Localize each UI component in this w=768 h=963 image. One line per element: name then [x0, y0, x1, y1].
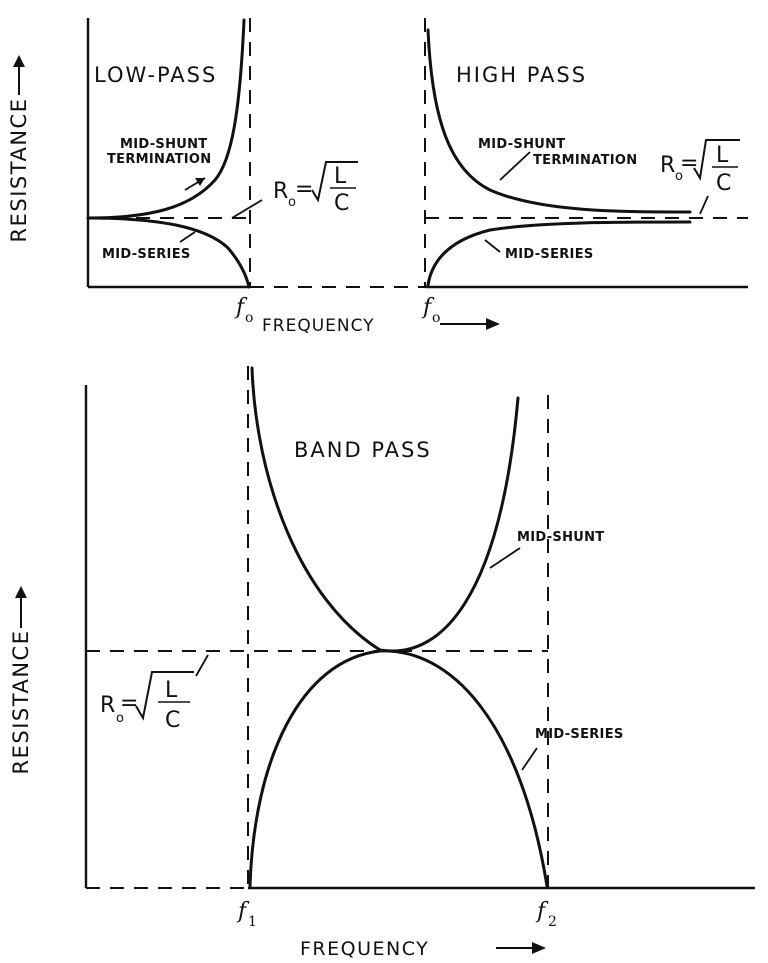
high-pass-formula-den: C: [716, 171, 731, 196]
low-pass-mid-series-curve: [86, 216, 251, 289]
band-pass-cutoff-2-label: f: [535, 899, 549, 924]
square-root-icon: [693, 139, 740, 181]
high-pass-panel: HIGH PASS MID-SHUNT TERMINATION MID-SERI…: [421, 18, 748, 326]
band-pass-formula-den: C: [165, 708, 180, 733]
high-pass-cutoff-sub: o: [432, 310, 440, 326]
band-pass-mid-shunt-label: MID-SHUNT: [517, 530, 604, 545]
band-pass-y-axis-label-group: RESISTANCE: [9, 586, 33, 774]
low-pass-formula-r-sub: o: [288, 195, 296, 210]
high-pass-mid-shunt-curve: [426, 28, 692, 214]
square-root-icon: [311, 161, 358, 203]
band-pass-mid-series-label: MID-SERIES: [535, 727, 624, 742]
low-pass-formula-pointer: [231, 199, 263, 219]
band-pass-formula-r-sub: o: [116, 711, 124, 726]
high-pass-formula-r: R: [660, 153, 675, 178]
high-pass-mid-shunt-label: MID-SHUNT: [478, 137, 565, 152]
high-pass-mid-series-label: MID-SERIES: [505, 247, 594, 262]
low-pass-termination-label: TERMINATION: [107, 152, 211, 167]
low-pass-title: LOW-PASS: [94, 63, 217, 87]
band-pass-formula-r: R: [100, 693, 115, 718]
top-x-axis-label: FREQUENCY: [262, 316, 375, 336]
low-pass-mid-series-label: MID-SERIES: [102, 247, 191, 262]
band-pass-x-axis-label: FREQUENCY: [300, 938, 429, 960]
band-pass-r0-formula: R o = L C: [100, 654, 209, 733]
high-pass-termination-label: TERMINATION: [533, 153, 637, 168]
low-pass-cutoff-sub: o: [245, 310, 253, 326]
high-pass-r0-formula: R o = L C: [660, 139, 740, 215]
band-pass-cutoff-2-sub: 2: [548, 914, 557, 930]
low-pass-y-axis-label: RESISTANCE: [7, 98, 31, 243]
arrow-right-icon: [13, 55, 25, 67]
low-pass-formula-num: L: [334, 164, 347, 189]
low-pass-mid-series-pointer: [179, 231, 196, 243]
low-pass-mid-shunt-curve: [86, 18, 246, 220]
pointer-arrow-icon: [195, 178, 205, 186]
high-pass-mid-series-pointer: [484, 239, 501, 253]
band-pass-formula-pointer: [195, 654, 209, 677]
arrow-right-icon: [532, 942, 546, 954]
band-pass-mid-shunt-pointer: [489, 547, 521, 569]
high-pass-formula-num: L: [716, 143, 729, 168]
low-pass-mid-shunt-label: MID-SHUNT: [120, 137, 207, 152]
high-pass-title: HIGH PASS: [456, 63, 587, 87]
high-pass-mid-series-curve: [426, 220, 692, 287]
arrow-right-icon: [486, 318, 500, 330]
square-root-icon: [135, 671, 194, 721]
band-pass-formula-eq: =: [120, 691, 138, 716]
band-pass-mid-shunt-curve: [250, 366, 520, 653]
arrow-right-icon: [15, 586, 27, 598]
band-pass-x-axis-label-group: FREQUENCY: [300, 938, 546, 960]
low-pass-y-axis-label-group: RESISTANCE: [7, 55, 31, 242]
low-pass-formula-den: C: [334, 191, 349, 216]
high-pass-mid-shunt-pointer: [499, 151, 531, 181]
low-pass-formula-r: R: [273, 179, 288, 204]
high-pass-formula-pointer: [699, 195, 709, 215]
high-pass-formula-r-sub: o: [675, 169, 683, 184]
low-pass-r0-formula: R o = L C: [231, 161, 358, 219]
band-pass-mid-series-curve: [248, 649, 549, 888]
low-pass-formula-eq: =: [295, 177, 313, 202]
band-pass-y-axis-label: RESISTANCE: [9, 630, 33, 775]
high-pass-formula-eq: =: [680, 151, 698, 176]
band-pass-formula-num: L: [165, 678, 178, 703]
top-x-axis-label-group: FREQUENCY: [262, 316, 500, 336]
band-pass-cutoff-1-sub: 1: [248, 914, 257, 930]
band-pass-title: BAND PASS: [294, 438, 432, 462]
band-pass-panel: RESISTANCE BAND PASS MID-SHUNT MID-SERIE…: [9, 366, 755, 960]
band-pass-mid-series-pointer: [521, 747, 538, 771]
low-pass-panel: RESISTANCE LOW-PASS MID-SHUNT TERMINATIO…: [7, 18, 425, 326]
